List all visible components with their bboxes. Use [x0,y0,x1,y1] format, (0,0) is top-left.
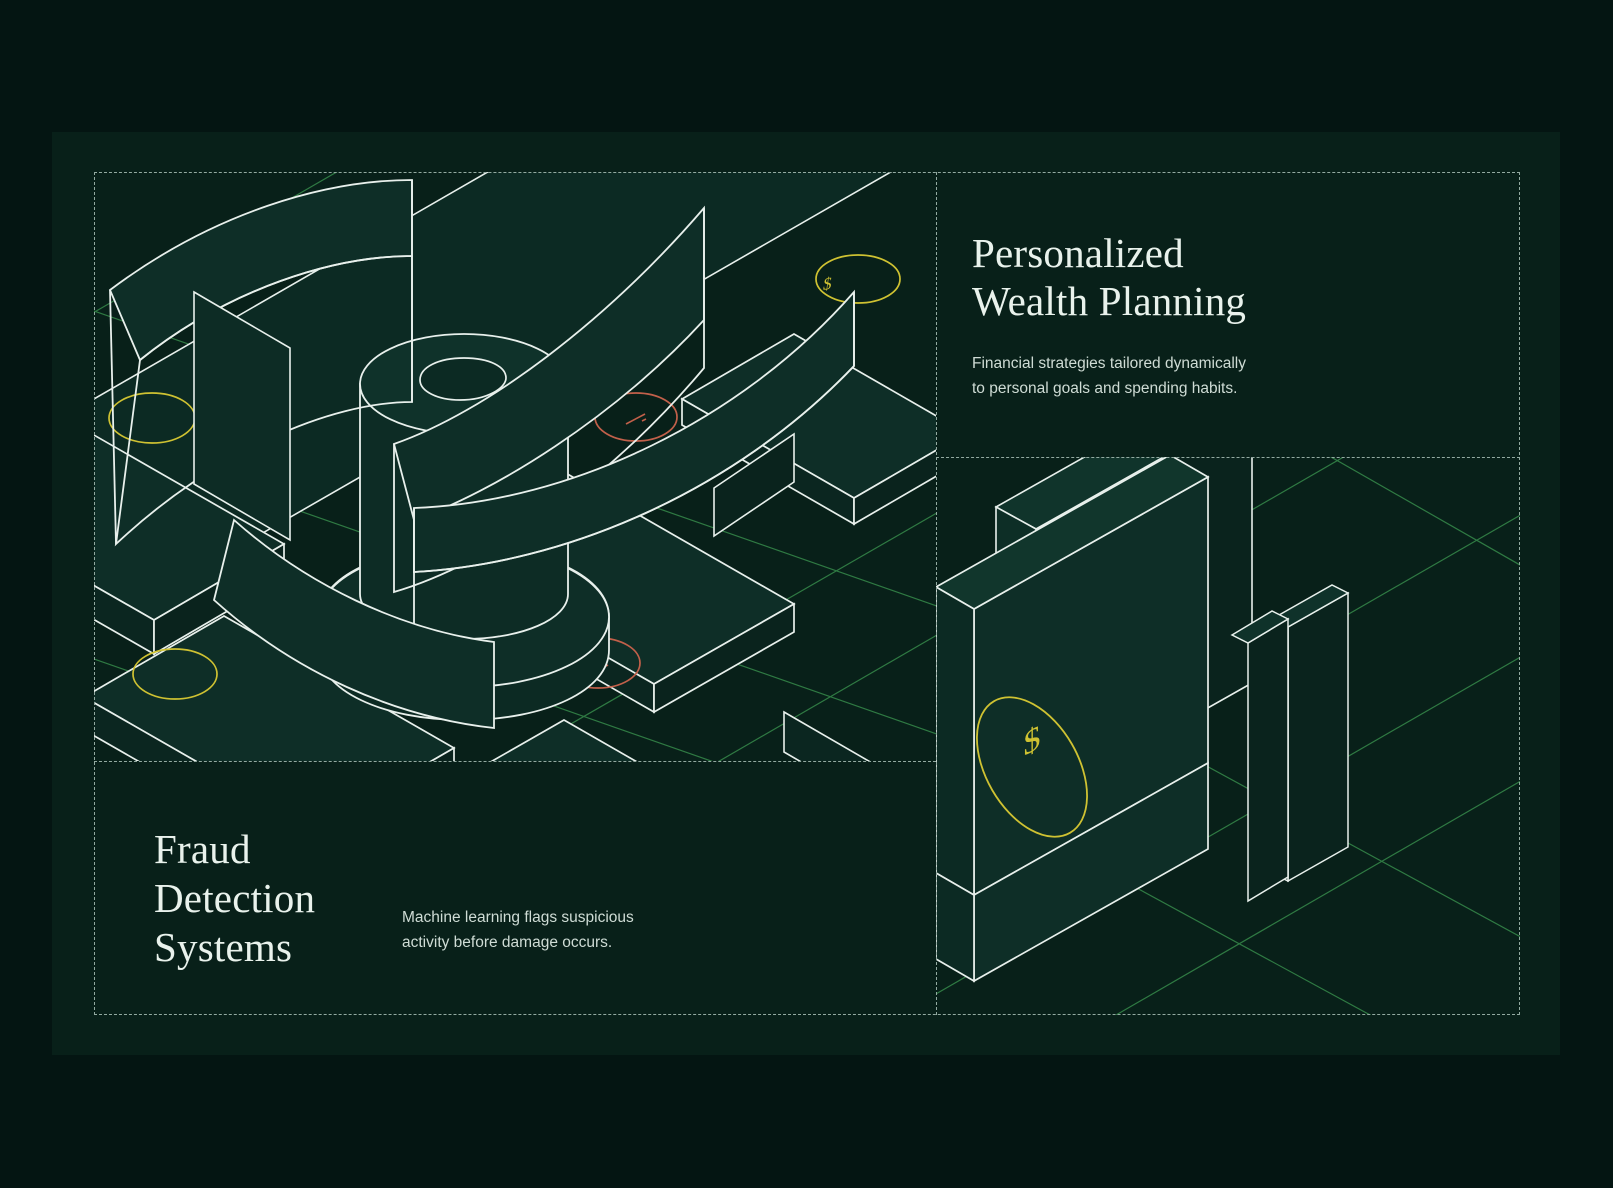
dollar-badge-label: $ [1024,716,1041,764]
curved-ribbon-sweep [413,289,855,573]
fraud-body: Machine learning flags suspicious activi… [402,825,702,955]
dollar-badge-icon [976,696,1088,838]
upright-plate [193,290,291,542]
briefcase-card-rear-1 [1230,610,1290,903]
column-divider [936,172,937,1015]
wealth-heading-line-1: Personalized [972,230,1184,276]
fraud-heading-line-2: Detection [154,875,316,922]
dollar-badge-label: $ [822,274,833,294]
left-row-divider [94,761,936,762]
slab-fragment-right [783,710,871,761]
dollar-badge-icon [132,648,218,700]
fraud-heading-line-1: Fraud [154,826,251,872]
wealth-heading-line-2: Wealth Planning [972,277,1247,324]
fraud-text-panel: Fraud Detection Systems Machine learning… [94,761,936,1015]
flagged-badge-slash [625,413,646,425]
wealth-body-line-2: to personal goals and spending habits. [972,380,1238,398]
dollar-badge-icon [815,254,901,304]
wealth-text-panel: Personalized Wealth Planning Financial s… [936,172,1520,457]
briefcase-front-body [936,457,1210,983]
wealth-body-line-1: Financial strategies tailored dynamicall… [972,355,1246,373]
wealth-body: Financial strategies tailored dynamicall… [972,351,1520,401]
curved-ribbon-left [108,179,413,547]
ribbon-front-face [212,518,495,730]
fraud-heading: Fraud Detection Systems [154,825,402,973]
wealth-heading: Personalized Wealth Planning [972,230,1520,325]
wealth-illustration-panel: $ [936,457,1520,1015]
isometric-magnifier-illustration: $ $ [94,172,936,761]
fraud-heading-line-3: Systems [154,924,293,971]
fraud-body-line-1: Machine learning flags suspicious [402,909,634,926]
dollar-coin-badge: $ [976,696,1088,838]
right-row-divider [936,457,1520,458]
magnifier-lens-glyph [419,357,507,401]
isometric-briefcase-illustration: $ [936,457,1520,1015]
fraud-body-line-2: activity before damage occurs. [402,934,613,952]
fraud-illustration-panel: $ $ [94,172,936,761]
